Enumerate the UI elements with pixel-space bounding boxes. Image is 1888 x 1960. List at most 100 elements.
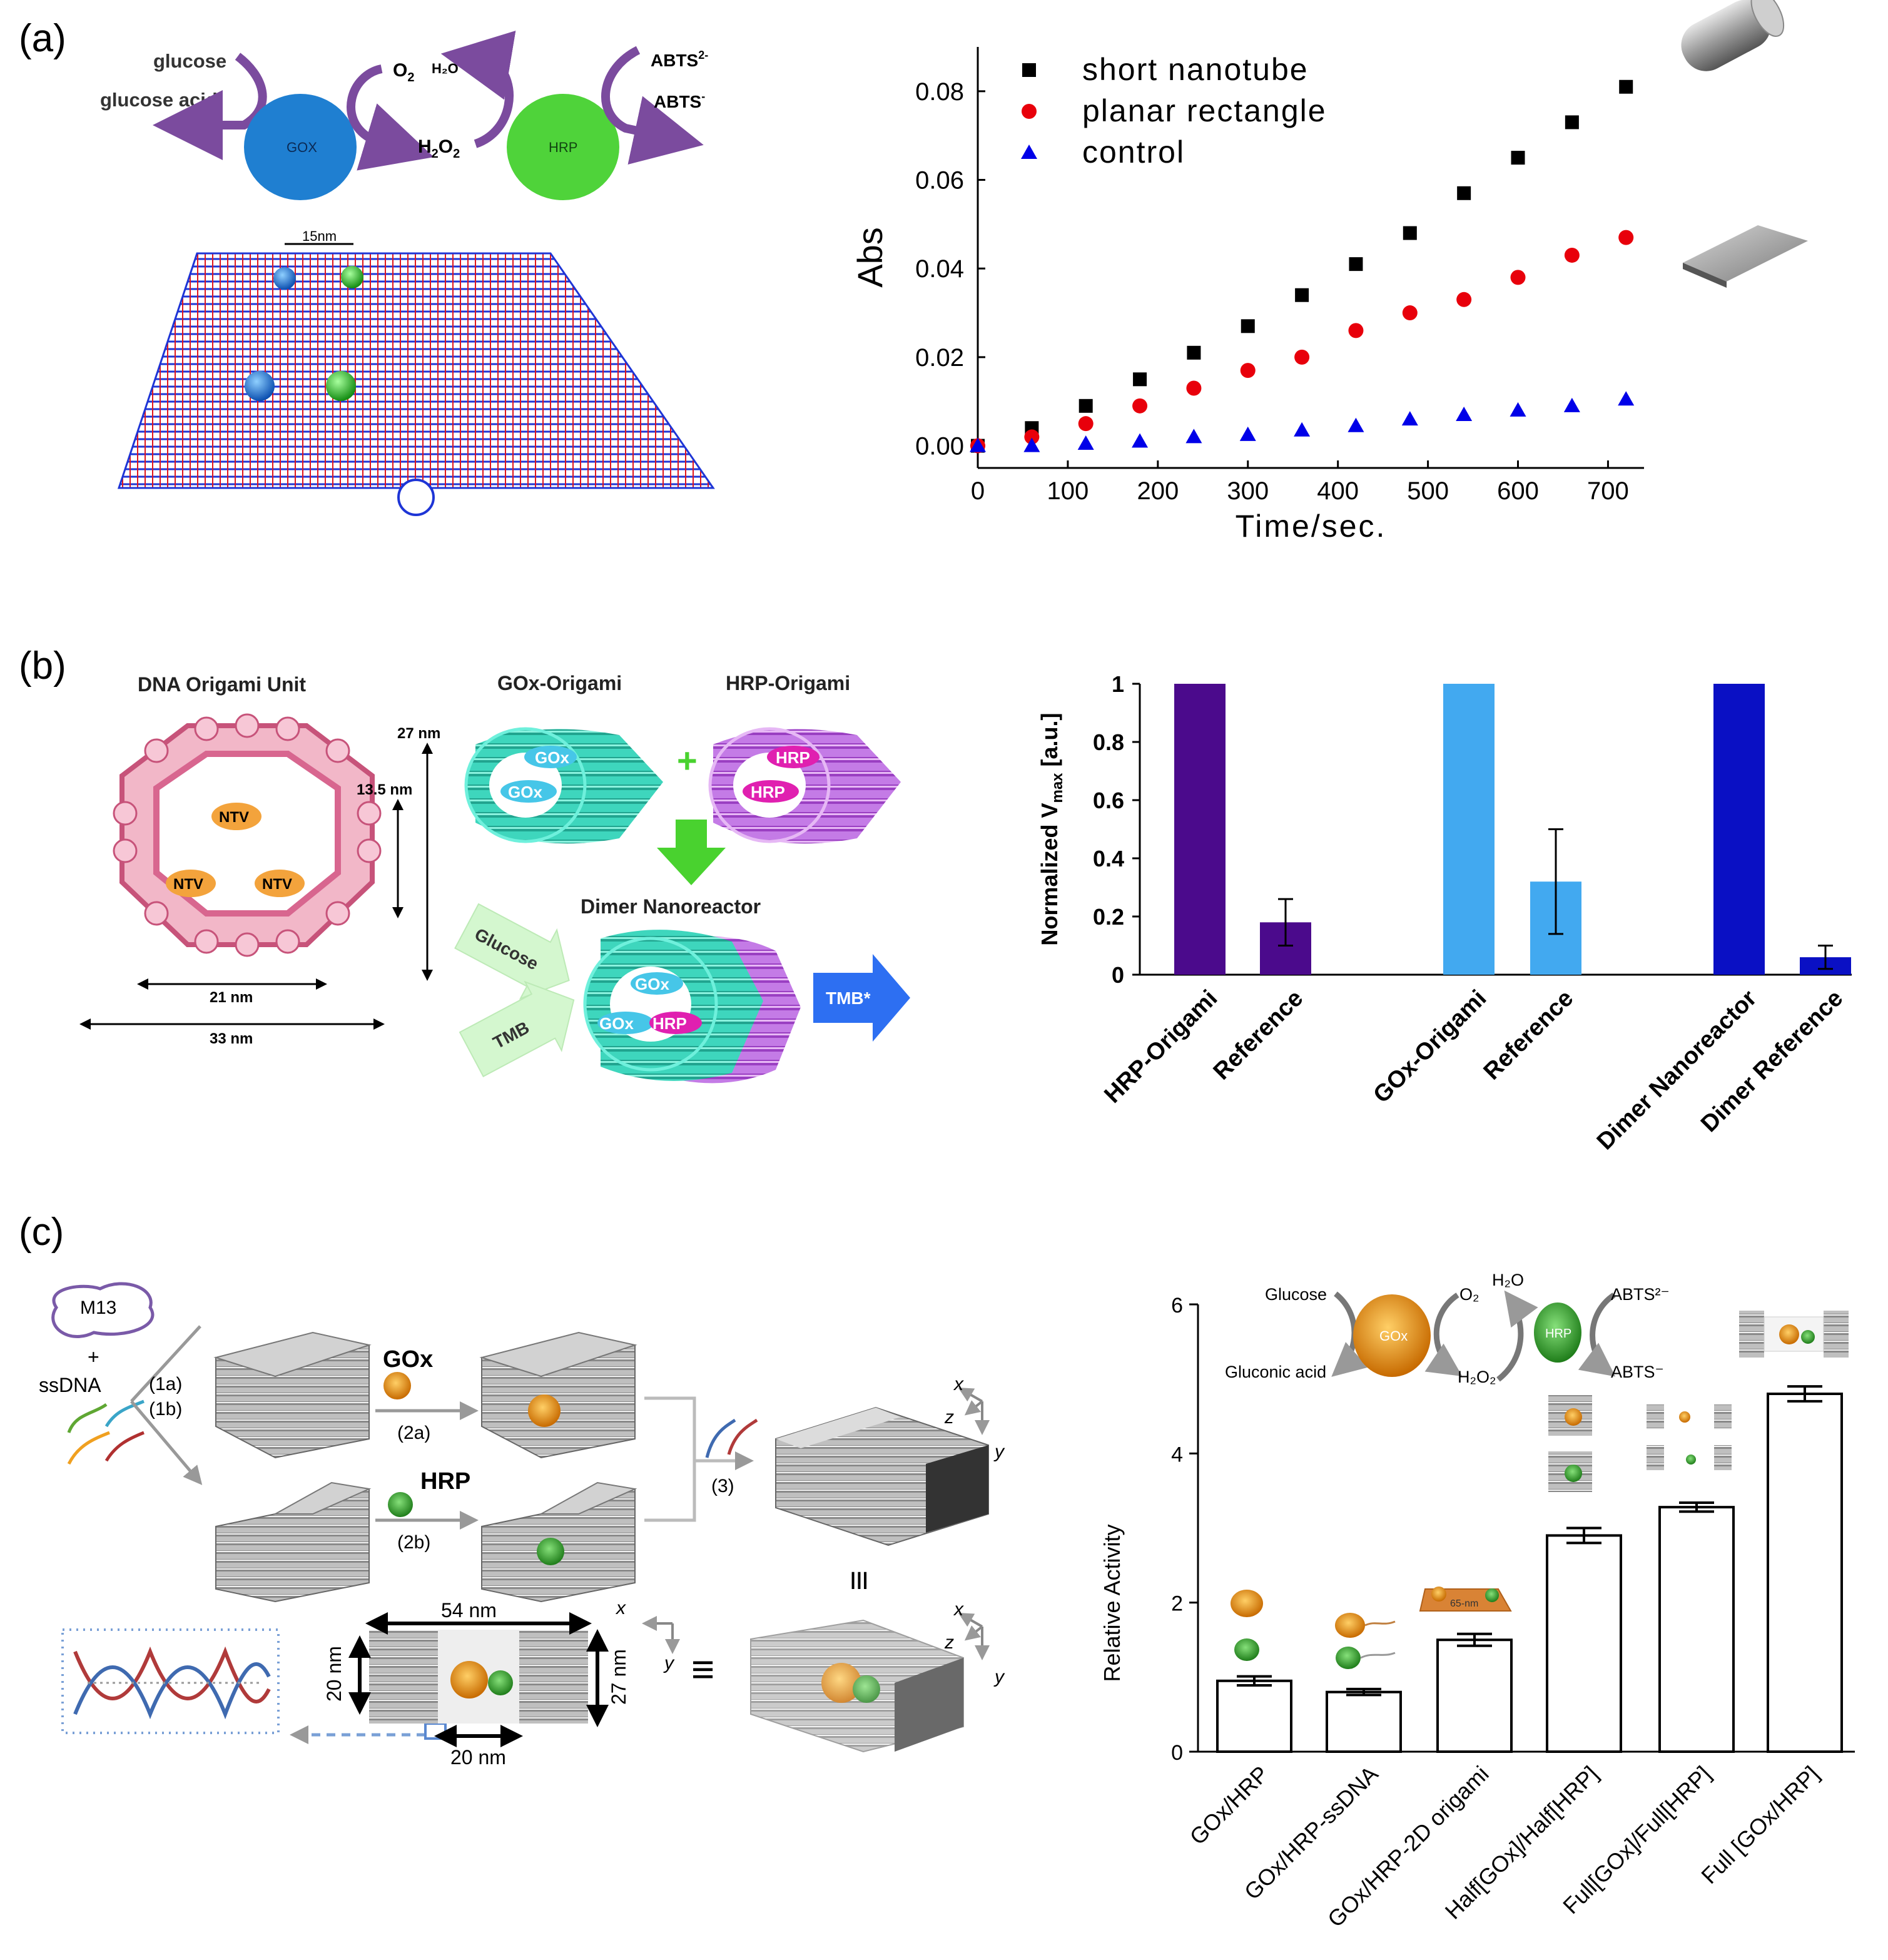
chart3-insets: Glucose Gluconic acid GOx O₂ H₂O H₂O₂ HR… [1225,1271,1849,1669]
equiv-mid: ≡ [691,1647,714,1692]
x-axis-label: Time/sec. [1236,509,1387,544]
data-point-square [1457,186,1471,200]
data-point-triangle [1510,402,1526,417]
gox-origami-title: GOx-Origami [497,672,622,694]
legend-marker [1021,145,1037,159]
y-axis-label: Relative Activity [1099,1524,1125,1682]
origami-shell-top-loaded [479,1331,637,1459]
x-tick-label: Dimer Reference [1696,985,1848,1137]
data-point-circle [1618,230,1634,245]
y-tick-label: 6 [1171,1294,1183,1318]
bar [1767,1393,1843,1753]
hrp-tag-2: HRP [751,783,785,801]
unit-title: DNA Origami Unit [138,673,306,696]
data-point-triangle [1185,429,1202,444]
y-tick-label: 0.00 [915,433,964,460]
panel-label-a: (a) [19,17,66,60]
step-3: (3) [711,1476,734,1496]
legend-label: planar rectangle [1082,93,1327,128]
data-point-triangle [1347,417,1364,432]
ssdna-strands [67,1399,145,1465]
c-abts1: ABTS⁻ [1611,1363,1664,1381]
staple-strands [705,1418,758,1458]
y-tick-label: 4 [1171,1443,1183,1466]
y-tick-label: 0.4 [1093,846,1124,871]
origami-unit: NTV NTV NTV [113,713,382,957]
gox-tag-1: GOx [535,748,569,767]
ntv-2 [166,870,216,897]
origami-shell-bottom [215,1481,372,1603]
y-tick-label: 0.6 [1093,788,1124,813]
y-tick-label: 0 [1112,962,1124,988]
gox-ball-2 [245,371,275,401]
data-point-square [1078,399,1093,413]
y-tick-label: 0.06 [915,167,964,195]
x-tick-label: Reference [1479,985,1579,1085]
equiv-top: ≡ [840,1570,880,1591]
hrp-sphere [507,94,619,200]
abts2-label: ABTS2- [651,49,708,70]
data-point-square [1133,372,1147,387]
nanotube-icon [1681,0,1785,71]
x-tick-label: GOx-Origami [1368,985,1491,1109]
data-point-square [1295,288,1309,302]
axis-x-bottom: x [953,1599,964,1620]
x-tick-label: GOx/HRP [1185,1761,1274,1850]
axes-top [958,1388,990,1435]
data-point-triangle [1023,437,1040,452]
data-point-square [1619,79,1633,94]
hrp-blob-1 [388,1492,413,1517]
data-point-square [1565,115,1579,129]
legend-label: short nanotube [1082,52,1309,87]
x-tick-label: 700 [1587,477,1629,505]
dimer-gox-2: GOx [599,1014,634,1033]
x-tick-label: HRP-Origami [1099,985,1222,1109]
gox-sphere [244,94,357,200]
glucose-label: glucose [153,50,226,72]
gox-title: GOx [383,1346,433,1373]
bar [1443,684,1495,975]
dim-27c-label: 27 nm [607,1649,630,1705]
h2o-label: H₂O [432,61,459,76]
chart1-insets [1681,0,1808,288]
m13-label: M13 [80,1297,116,1318]
data-point-circle [1186,380,1202,396]
c-abts2: ABTS²⁻ [1611,1285,1670,1304]
hrp-origami-title: HRP-Origami [726,672,850,694]
panel-a-scheme: glucose glucose acid GOX O2 H₂O H2O2 HRP… [100,30,715,516]
bar [1436,1638,1513,1753]
ssdna-label: ssDNA [39,1374,101,1396]
gox-label: GOX [287,140,317,155]
data-point-square [1349,257,1363,272]
data-point-square [1511,151,1525,165]
c-gox-text: GOx [1379,1328,1408,1344]
data-point-triangle [1618,391,1635,406]
axis-y-bottom: y [993,1667,1005,1687]
c-hrp-text: HRP [1545,1327,1571,1341]
gox-blob-1 [383,1372,411,1399]
data-point-triangle [1077,435,1094,450]
data-point-square [1187,345,1201,360]
data-point-circle [1510,270,1526,285]
gox-ball-1 [273,267,296,290]
dim-21-label: 21 nm [210,989,253,1006]
axes-bottom [958,1613,990,1660]
x-tick-label: Dimer Nanoreactor [1592,985,1762,1155]
dim-27-label: 27 nm [397,725,440,742]
dimer-hrp: HRP [652,1014,687,1033]
c-glucose: Glucose [1265,1285,1327,1304]
x-tick-label: 500 [1407,477,1449,505]
c-arrow-1 [1331,1291,1368,1377]
dimer-title: Dimer Nanoreactor [581,895,761,918]
c-arrow-3 [1496,1290,1538,1382]
dim-20b-label: 20 nm [450,1746,506,1769]
panel-label-b: (b) [19,644,66,688]
dim-13-label: 13.5 nm [357,781,412,798]
y-tick-label: 2 [1171,1592,1183,1616]
bar [1326,1690,1402,1754]
bar-icons: 65-nm [1231,1311,1849,1669]
branch-arrows [130,1325,200,1483]
data-point-triangle [1401,411,1418,426]
dim-20a-label: 20 nm [323,1646,345,1702]
